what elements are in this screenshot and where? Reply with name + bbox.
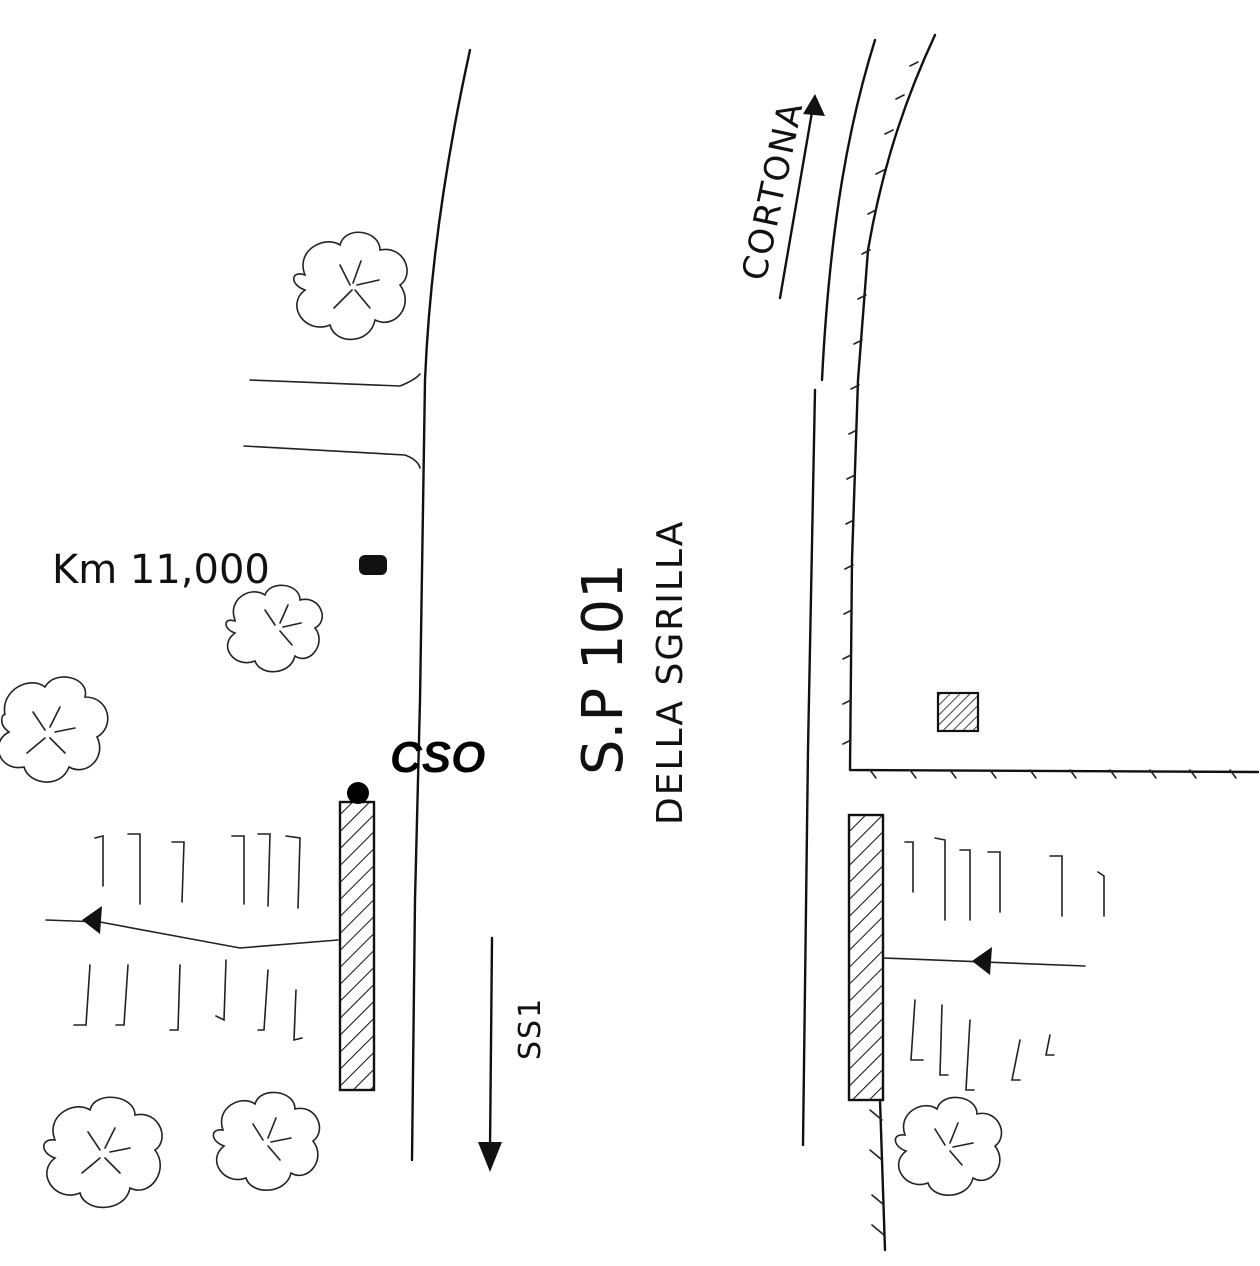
tree-icon xyxy=(894,1096,1003,1196)
left-flow-arrow xyxy=(82,906,102,934)
tree-icon xyxy=(0,676,109,783)
building-box xyxy=(936,691,980,733)
cortona-direction-arrow xyxy=(803,94,825,116)
km-marker-label: Km 11,000 xyxy=(52,547,270,593)
lower-embankment-line xyxy=(878,1098,887,1252)
road-right-edge-lower xyxy=(801,388,817,1147)
ss1-direction-line xyxy=(488,936,494,1152)
road-right-edge xyxy=(820,38,877,382)
tree-icon xyxy=(42,1096,163,1209)
side-lane-line xyxy=(249,373,421,387)
cso-point-marker xyxy=(347,782,369,804)
road-name-label: DELLA SGRILLA xyxy=(650,520,691,825)
embankment-ticks xyxy=(842,61,1237,779)
km-marker-stone xyxy=(359,555,387,575)
tree-icon xyxy=(212,1091,321,1191)
left-vegetation-marks xyxy=(73,833,303,1042)
cso-label: CSO xyxy=(390,733,485,782)
right-flow-arrow xyxy=(972,947,992,975)
lower-embankment-ticks xyxy=(869,1109,885,1236)
right-vegetation-marks xyxy=(904,837,1105,1091)
cortona-direction-line xyxy=(778,110,814,300)
ss1-label: SS1 xyxy=(513,997,548,1060)
tree-icon xyxy=(225,584,324,673)
road-left-edge xyxy=(410,48,472,1162)
ss1-direction-arrow xyxy=(478,1142,502,1172)
right-culvert-structure xyxy=(847,813,885,1102)
road-number-label: S.P 101 xyxy=(571,563,636,775)
cortona-label: CORTONA xyxy=(735,98,812,284)
tree-icon xyxy=(292,231,408,341)
left-culvert-structure xyxy=(338,800,376,1092)
left-flow-line xyxy=(45,919,339,949)
side-lane-line xyxy=(243,445,421,469)
embankment-line xyxy=(848,33,1260,774)
